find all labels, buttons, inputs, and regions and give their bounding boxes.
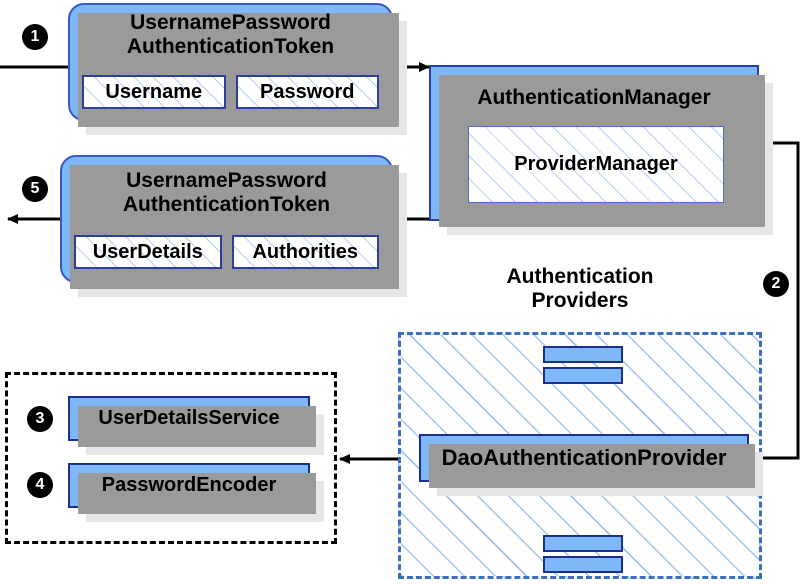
password-encoder-label: PasswordEncoder [101, 474, 277, 497]
username-field-label: Username [105, 80, 203, 103]
authorities-field[interactable]: Authorities [231, 235, 379, 269]
request-token-title: UsernamePassword AuthenticationToken [70, 11, 391, 60]
response-token-title-line2: AuthenticationToken [122, 193, 331, 217]
authentication-providers-label: Authentication Providers [452, 265, 708, 313]
providers-label-line1: Authentication [506, 265, 654, 288]
request-token-fields: Username Password [82, 75, 379, 109]
authorities-field-label: Authorities [252, 240, 359, 263]
step-marker-3: 3 [27, 406, 53, 432]
provider-bar-top-1 [543, 346, 623, 363]
step-marker-5: 5 [22, 176, 48, 202]
user-details-service-label: UserDetailsService [98, 407, 280, 430]
provider-manager-node[interactable]: ProviderManager [468, 126, 724, 203]
request-token-title-line2: AuthenticationToken [126, 35, 335, 59]
username-field[interactable]: Username [82, 75, 226, 109]
authentication-manager-title: AuthenticationManager [477, 86, 711, 109]
dao-authentication-provider-node[interactable]: DaoAuthenticationProvider [419, 434, 763, 496]
authentication-manager-node[interactable]: AuthenticationManager ProviderManager [429, 65, 773, 235]
user-details-field[interactable]: UserDetails [74, 235, 222, 269]
request-token-title-line1: UsernamePassword [130, 11, 331, 34]
provider-bar-bottom-2 [543, 556, 623, 573]
provider-manager-label: ProviderManager [514, 153, 678, 176]
step-marker-2: 2 [763, 271, 789, 297]
password-field[interactable]: Password [235, 75, 379, 109]
response-token-title-line1: UsernamePassword [126, 169, 327, 192]
request-authentication-token-node[interactable]: UsernamePassword AuthenticationToken Use… [68, 3, 407, 135]
step-marker-1: 1 [22, 24, 48, 50]
provider-bar-top-2 [543, 367, 623, 384]
user-details-service-node[interactable]: UserDetailsService [68, 396, 324, 455]
step-marker-4: 4 [27, 472, 53, 498]
user-details-field-label: UserDetails [92, 240, 203, 263]
providers-label-line2: Providers [531, 288, 629, 312]
password-encoder-node[interactable]: PasswordEncoder [68, 463, 324, 522]
response-token-fields: UserDetails Authorities [74, 235, 379, 269]
dao-authentication-provider-label: DaoAuthenticationProvider [441, 444, 727, 470]
provider-bar-bottom-1 [543, 535, 623, 552]
response-authentication-token-node[interactable]: UsernamePassword AuthenticationToken Use… [60, 155, 407, 297]
password-field-label: Password [260, 80, 355, 103]
response-token-title: UsernamePassword AuthenticationToken [62, 169, 391, 218]
